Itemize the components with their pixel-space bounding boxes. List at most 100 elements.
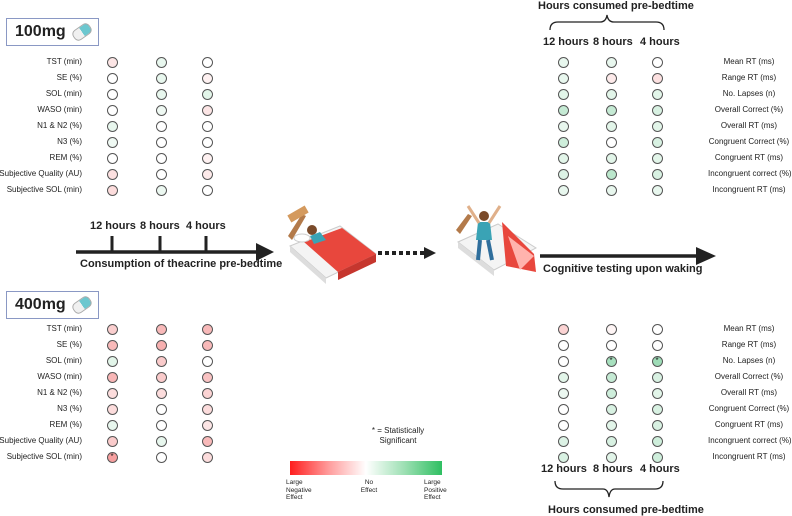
- top-brace: [549, 14, 665, 31]
- sleep-label-100-4: N1 & N2 (%): [37, 121, 82, 130]
- cog-400-dot-r3-c1: [605, 371, 617, 383]
- sleep-100-dot-r3-c0: [106, 104, 118, 116]
- timeline-right-caption: Cognitive testing upon waking: [543, 263, 703, 275]
- sleep-100-dot-r2-c1: [155, 88, 167, 100]
- sleep-100-dot-r1-c2: [201, 72, 213, 84]
- cog-100-dot-r6-c2: [651, 152, 663, 164]
- sleep-100-dot-r5-c2: [201, 136, 213, 148]
- cog-100-dot-r6-c1: [605, 152, 617, 164]
- cog-100-dot-r2-c1: [605, 88, 617, 100]
- cog-label-400-8: Incongruent RT (ms): [712, 452, 786, 461]
- cog-100-dot-r2-c0: [557, 88, 569, 100]
- sleep-100-dot-r1-c0: [106, 72, 118, 84]
- sleep-label-100-7: Subjective Quality (AU): [0, 169, 82, 178]
- sleep-label-100-2: SOL (min): [45, 89, 82, 98]
- timeline-tick-8h: 8 hours: [140, 220, 180, 232]
- cog-400-dot-r7-c1: [605, 435, 617, 447]
- timeline-left-caption: Consumption of theacrine pre-bedtime: [80, 258, 283, 270]
- sleep-100-dot-r3-c1: [155, 104, 167, 116]
- dose-label-100mg: 100mg: [15, 23, 66, 40]
- sleep-400-dot-r4-c2: [201, 387, 213, 399]
- timeline-tick-4h: 4 hours: [186, 220, 226, 232]
- cog-100-dot-r6-c0: [557, 152, 569, 164]
- cog-400-dot-r1-c2: [651, 339, 663, 351]
- sleep-100-dot-r2-c0: [106, 88, 118, 100]
- cog-100-dot-r4-c2: [651, 120, 663, 132]
- cog-label-400-6: Congruent RT (ms): [714, 420, 784, 429]
- sleep-400-dot-r2-c1: [155, 355, 167, 367]
- sleep-400-dot-r0-c2: [201, 323, 213, 335]
- sleep-100-dot-r6-c2: [201, 152, 213, 164]
- cog-400-dot-r4-c1: [605, 387, 617, 399]
- sleep-400-dot-r3-c1: [155, 371, 167, 383]
- sleep-label-100-3: WASO (min): [37, 105, 82, 114]
- cog-100-dot-r7-c0: [557, 168, 569, 180]
- sleep-label-100-1: SE (%): [56, 73, 82, 82]
- sleep-400-dot-r5-c1: [155, 403, 167, 415]
- cog-100-dot-r1-c2: [651, 72, 663, 84]
- sleep-400-dot-r6-c0: [106, 419, 118, 431]
- cog-400-dot-r7-c0: [557, 435, 569, 447]
- sleep-400-dot-r4-c1: [155, 387, 167, 399]
- cog-400-dot-r2-c0: [557, 355, 569, 367]
- bottom-col-8h: 8 hours: [593, 463, 633, 475]
- sleep-400-dot-r4-c0: [106, 387, 118, 399]
- cog-400-dot-r8-c0: [557, 451, 569, 463]
- cog-100-dot-r1-c0: [557, 72, 569, 84]
- legend-positive-label: Large Positive Effect: [424, 479, 447, 501]
- sleep-400-dot-r3-c0: [106, 371, 118, 383]
- sleep-400-dot-r0-c0: [106, 323, 118, 335]
- cog-label-400-5: Congruent Correct (%): [708, 404, 790, 413]
- sleep-400-dot-r8-c0: *: [106, 451, 118, 463]
- cog-400-dot-r2-c2: *: [651, 355, 663, 367]
- cog-400-dot-r6-c1: [605, 419, 617, 431]
- cog-400-dot-r1-c0: [557, 339, 569, 351]
- cog-100-dot-r8-c0: [557, 184, 569, 196]
- cog-100-dot-r3-c1: [605, 104, 617, 116]
- capsule-icon: [70, 21, 94, 43]
- sleep-100-dot-r7-c1: [155, 168, 167, 180]
- cog-100-dot-r2-c2: [651, 88, 663, 100]
- sleep-label-400-1: SE (%): [56, 340, 82, 349]
- cog-400-dot-r0-c2: [651, 323, 663, 335]
- cog-label-400-4: Overall RT (ms): [720, 388, 778, 397]
- sleep-label-400-8: Subjective SOL (min): [6, 452, 82, 461]
- top-header: Hours consumed pre-bedtime: [538, 0, 694, 12]
- cog-label-100-0: Mean RT (ms): [723, 57, 775, 66]
- sleep-100-dot-r7-c2: [201, 168, 213, 180]
- top-col-4h: 4 hours: [640, 36, 680, 48]
- top-col-12h: 12 hours: [543, 36, 589, 48]
- cog-label-100-2: No. Lapses (n): [722, 89, 776, 98]
- effect-color-legend: [290, 461, 442, 475]
- cog-400-dot-r3-c2: [651, 371, 663, 383]
- cog-label-400-0: Mean RT (ms): [723, 324, 775, 333]
- cog-100-dot-r4-c1: [605, 120, 617, 132]
- cog-100-dot-r7-c1: [605, 168, 617, 180]
- waking-person-icon: [456, 205, 538, 276]
- cog-100-dot-r0-c0: [557, 56, 569, 68]
- cog-label-400-2: No. Lapses (n): [722, 356, 776, 365]
- cog-400-dot-r5-c0: [557, 403, 569, 415]
- capsule-icon: [70, 294, 94, 316]
- sleep-label-100-5: N3 (%): [57, 137, 82, 146]
- cog-400-dot-r2-c1: *: [605, 355, 617, 367]
- sleep-400-dot-r6-c1: [155, 419, 167, 431]
- cog-100-dot-r1-c1: [605, 72, 617, 84]
- sleep-100-dot-r2-c2: [201, 88, 213, 100]
- sleep-400-dot-r7-c0: [106, 435, 118, 447]
- cog-label-400-1: Range RT (ms): [721, 340, 777, 349]
- cog-100-dot-r4-c0: [557, 120, 569, 132]
- sleep-label-100-6: REM (%): [49, 153, 82, 162]
- sleep-label-400-3: WASO (min): [37, 372, 82, 381]
- sleep-100-dot-r6-c1: [155, 152, 167, 164]
- sleeping-person-icon: [287, 205, 377, 284]
- legend-neutral-label: No Effect: [360, 479, 378, 494]
- sleep-400-dot-r3-c2: [201, 371, 213, 383]
- sleep-100-dot-r8-c0: [106, 184, 118, 196]
- sleep-400-dot-r2-c2: [201, 355, 213, 367]
- cog-label-100-4: Overall RT (ms): [720, 121, 778, 130]
- sleep-label-100-0: TST (min): [46, 57, 82, 66]
- cog-400-dot-r4-c2: [651, 387, 663, 399]
- sleep-400-dot-r8-c2: [201, 451, 213, 463]
- sleep-400-dot-r1-c0: [106, 339, 118, 351]
